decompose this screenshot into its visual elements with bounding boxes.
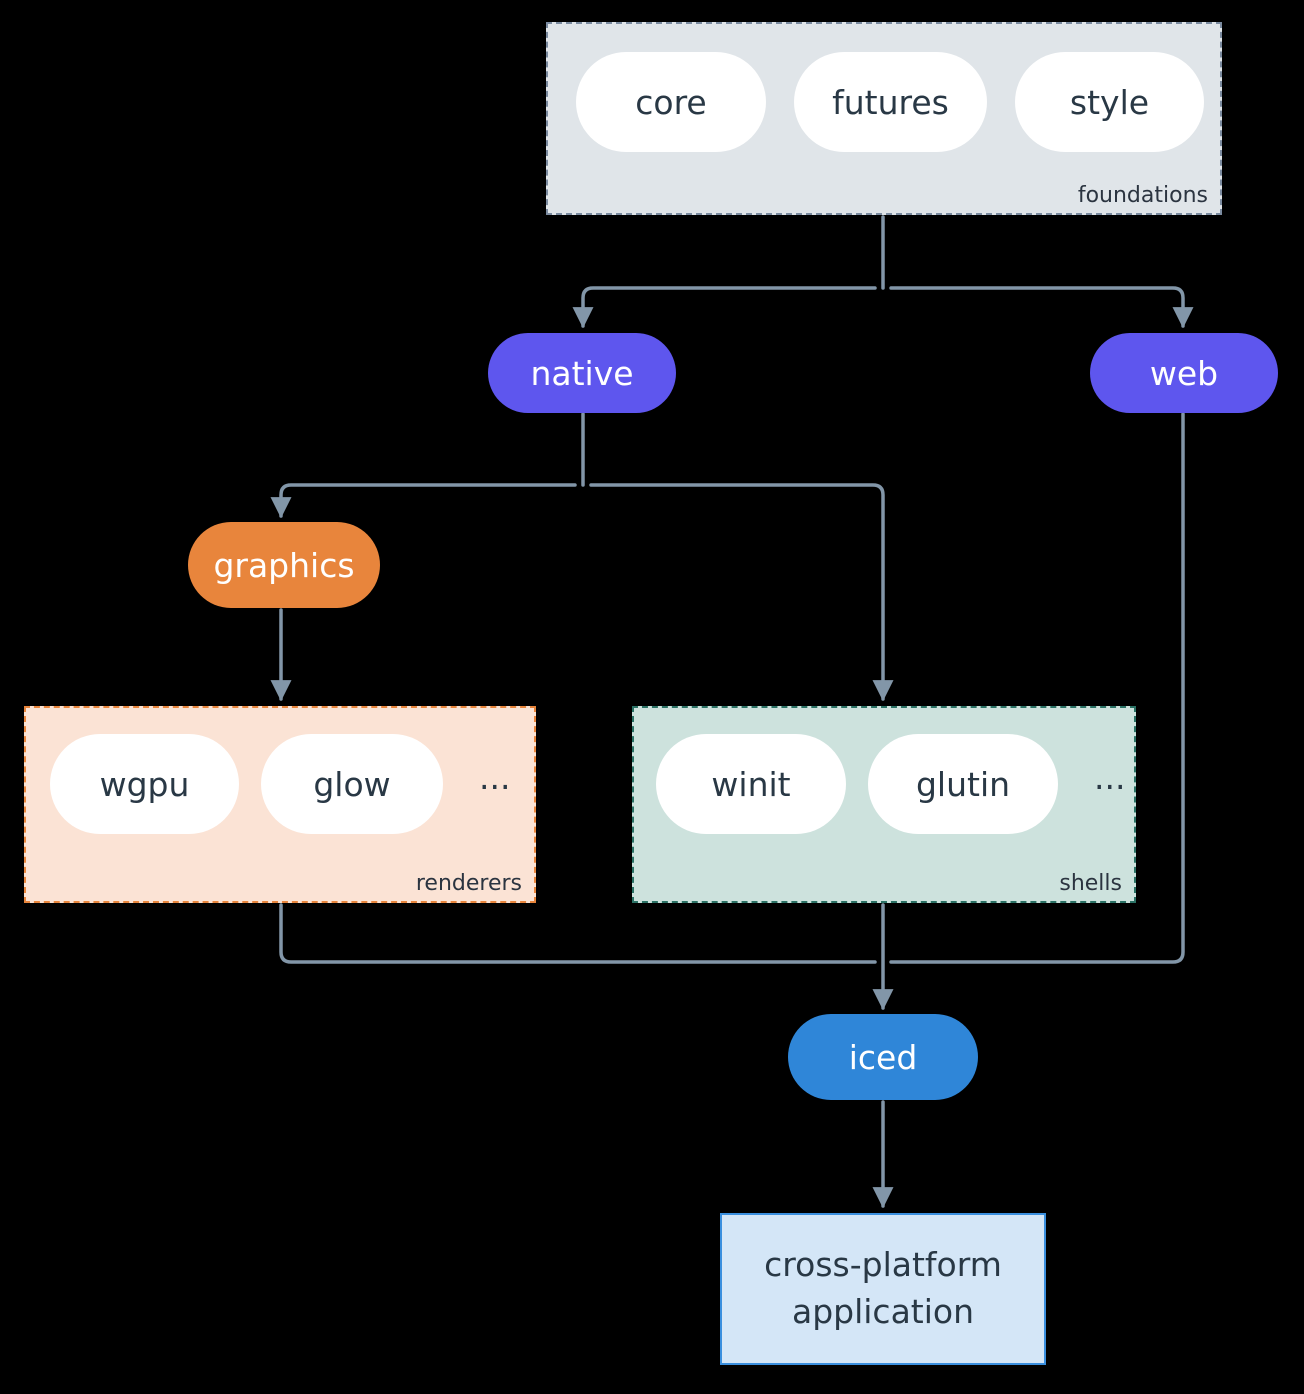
cluster-foundations: core futures style foundations [546, 22, 1222, 215]
cluster-renderers: wgpu glow ... renderers [24, 706, 536, 903]
edge-native-to-shells [589, 483, 894, 702]
shells-ellipsis: ... [1094, 757, 1126, 797]
cluster-shells: winit glutin ... shells [632, 706, 1136, 903]
edge-foundations-to-native [572, 286, 877, 329]
cluster-foundations-items: core futures style [576, 52, 1204, 152]
app-label-line1: cross-platform [764, 1245, 1002, 1285]
edge-renderers-to-iced [279, 903, 877, 964]
node-graphics[interactable]: graphics [188, 522, 380, 608]
node-native[interactable]: native [488, 333, 676, 413]
renderers-ellipsis: ... [479, 757, 511, 797]
node-cross-platform-application[interactable]: cross-platform application [720, 1213, 1046, 1365]
node-core[interactable]: core [576, 52, 766, 152]
node-winit[interactable]: winit [656, 734, 846, 834]
node-glow[interactable]: glow [261, 734, 443, 834]
node-wgpu[interactable]: wgpu [50, 734, 239, 834]
node-web[interactable]: web [1090, 333, 1278, 413]
cluster-renderers-label: renderers [415, 871, 522, 896]
cluster-renderers-items: wgpu glow ... [50, 734, 524, 834]
cluster-shells-items: winit glutin ... [656, 734, 1139, 834]
cluster-shells-label: shells [1059, 871, 1122, 896]
node-glutin[interactable]: glutin [868, 734, 1058, 834]
node-iced[interactable]: iced [788, 1014, 978, 1100]
node-style[interactable]: style [1015, 52, 1204, 152]
edge-native-to-graphics [270, 483, 577, 519]
node-futures[interactable]: futures [794, 52, 987, 152]
cluster-foundations-label: foundations [1077, 183, 1208, 208]
edge-foundations-to-web [889, 286, 1194, 329]
app-label-line2: application [791, 1292, 975, 1331]
